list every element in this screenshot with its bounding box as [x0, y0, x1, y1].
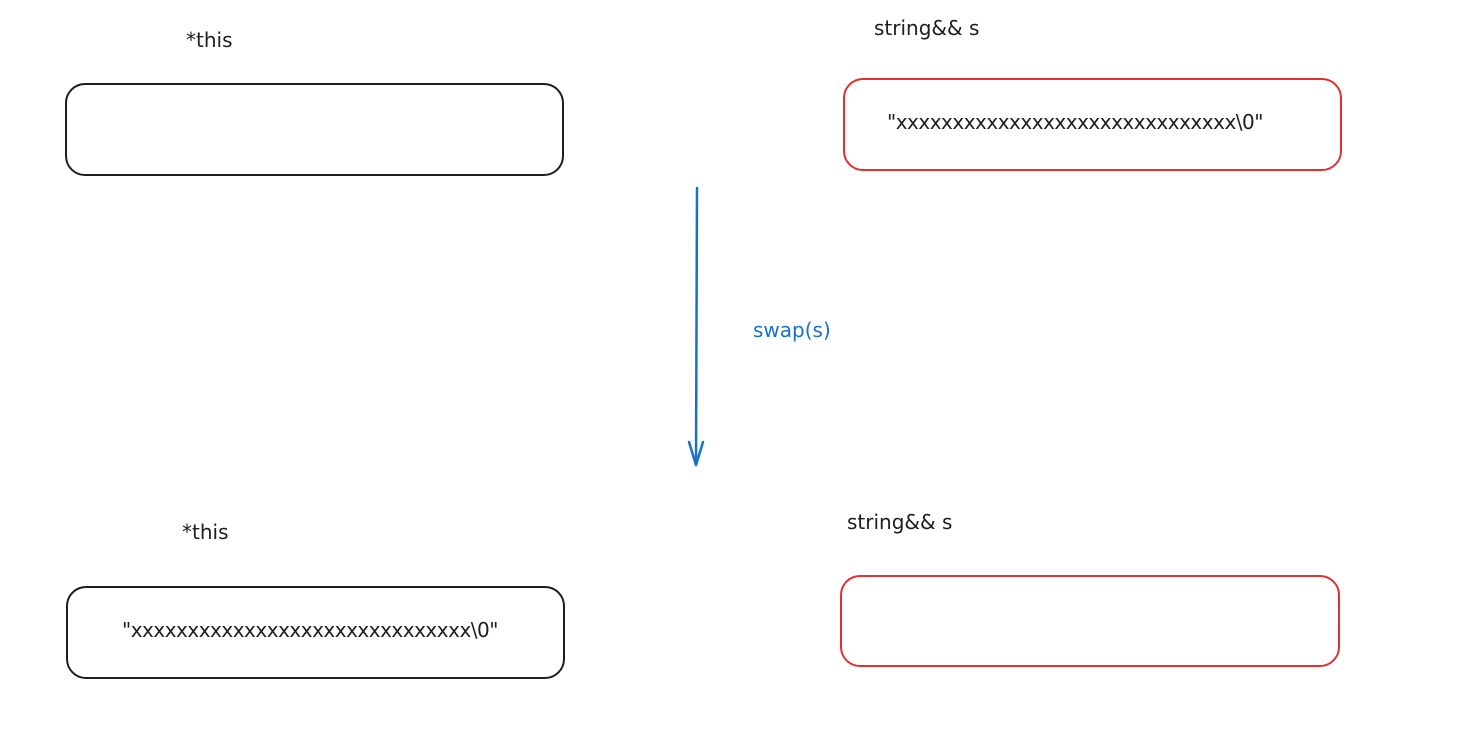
before-s-box: "xxxxxxxxxxxxxxxxxxxxxxxxxxxxxx\0" — [843, 78, 1342, 171]
swap-arrow-shaft — [694, 186, 699, 467]
before-this-label: *this — [186, 28, 233, 52]
before-this-box — [65, 83, 564, 176]
swap-arrow-head — [687, 440, 705, 467]
swap-label: swap(s) — [753, 318, 831, 342]
after-s-label: string&& s — [847, 510, 953, 534]
before-s-label: string&& s — [874, 16, 980, 40]
after-this-label: *this — [182, 520, 229, 544]
swap-arrow — [687, 186, 705, 467]
after-s-box — [840, 575, 1340, 667]
before-s-value: "xxxxxxxxxxxxxxxxxxxxxxxxxxxxxx\0" — [887, 110, 1263, 134]
after-this-box: "xxxxxxxxxxxxxxxxxxxxxxxxxxxxxx\0" — [66, 586, 565, 679]
after-this-value: "xxxxxxxxxxxxxxxxxxxxxxxxxxxxxx\0" — [122, 618, 498, 642]
